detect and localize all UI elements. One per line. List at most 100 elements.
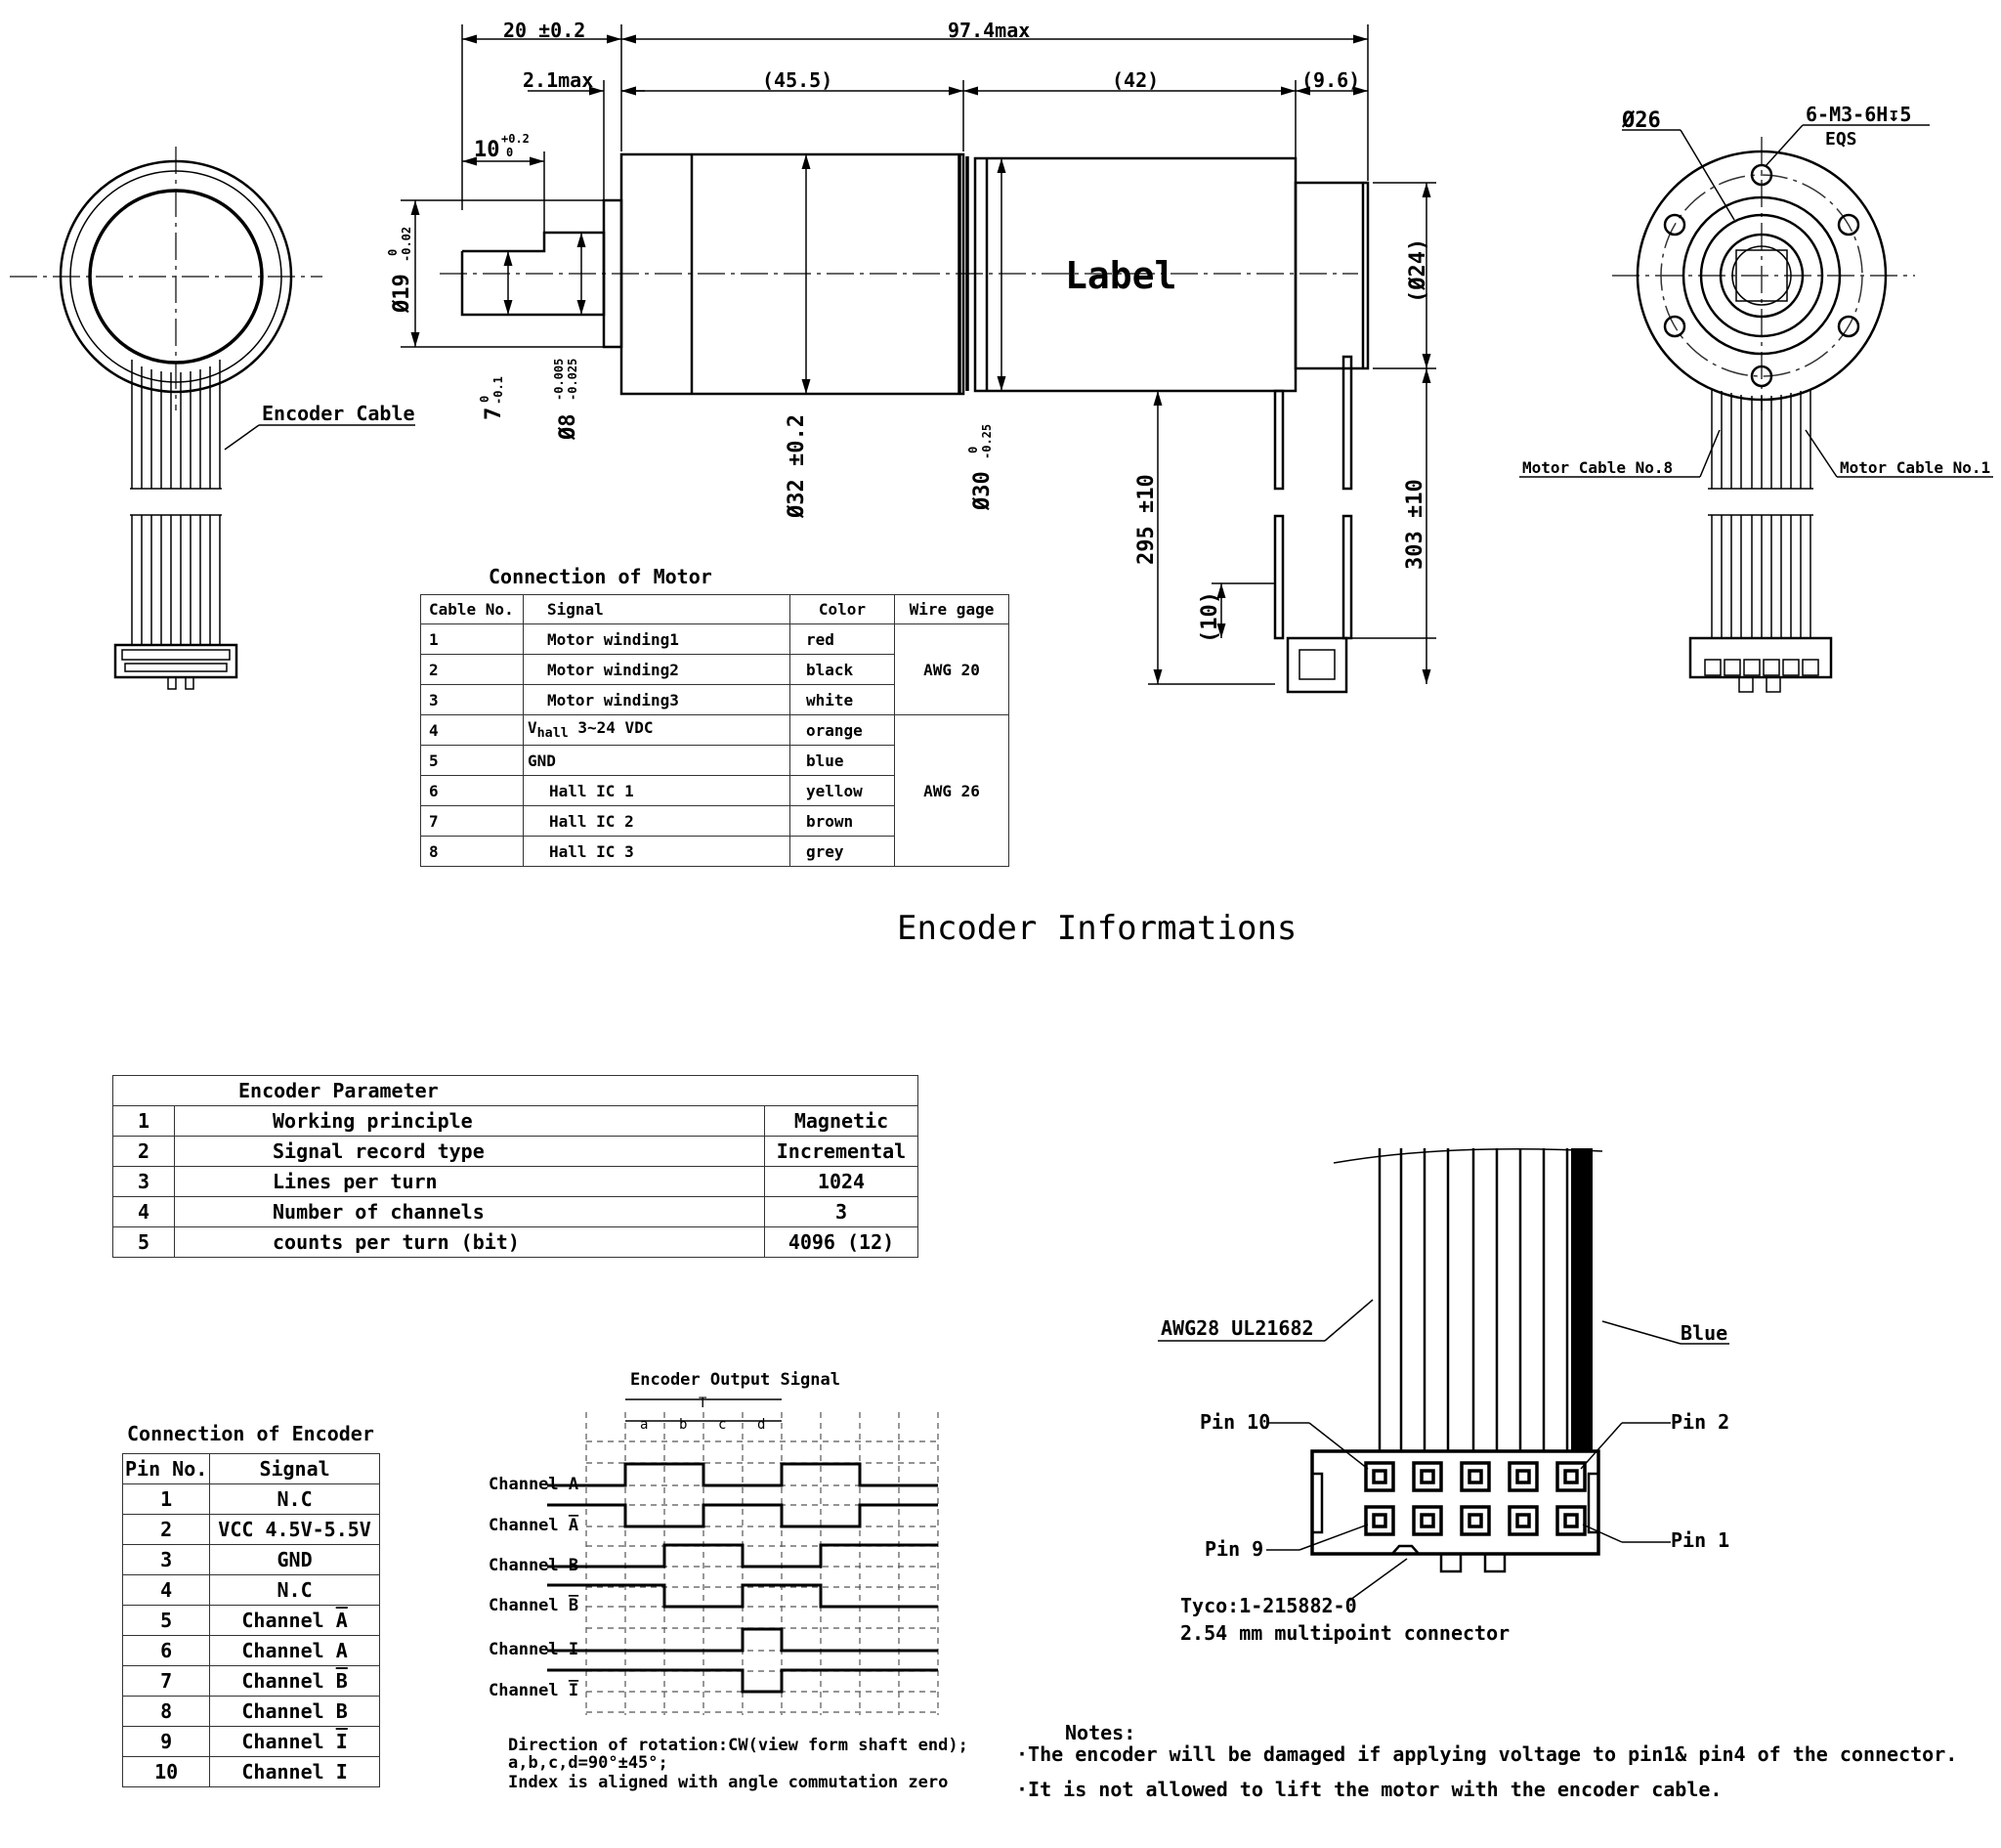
motor-cell: 8 xyxy=(420,836,524,867)
seg-c: c xyxy=(718,1417,726,1433)
note-1: ·It is not allowed to lift the motor wit… xyxy=(1016,1778,1722,1801)
enc-signal: Channel A xyxy=(209,1635,380,1666)
enc-pin: 5 xyxy=(121,1605,211,1636)
pin10-label: Pin 10 xyxy=(1200,1410,1270,1434)
enc-signal: Channel I xyxy=(209,1756,380,1787)
param-name: counts per turn (bit) xyxy=(174,1226,765,1258)
enc-pin: 1 xyxy=(121,1483,211,1515)
encoder-param-table: Encoder Parameter 1 Working principle Ma… xyxy=(112,1075,918,1258)
motor-cell: 7 xyxy=(420,805,524,837)
dim-eqs: EQS xyxy=(1825,129,1857,150)
enc-pin: 4 xyxy=(121,1574,211,1606)
motor-cell: black xyxy=(789,654,895,685)
ch-label-2: Channel B xyxy=(489,1556,578,1575)
dim-24: (Ø24) xyxy=(1406,238,1430,303)
motor-cell: GND xyxy=(523,745,790,776)
dim-8: Ø8 xyxy=(556,414,580,442)
dim-455: (45.5) xyxy=(762,68,832,92)
waveform-5 xyxy=(547,1668,938,1694)
dim-10: 10 xyxy=(474,138,500,162)
encoder-info-title: Encoder Informations xyxy=(897,909,1298,948)
enc-pin: 2 xyxy=(121,1514,211,1545)
enc-ch-word: Channel xyxy=(241,1699,324,1723)
timing-diagram: Encoder Output Signal T a b c d Channel … xyxy=(489,1370,968,1792)
enc-pin: 3 xyxy=(121,1544,211,1575)
waveform-3 xyxy=(547,1583,938,1609)
dim-30-tol-bot: -0.25 xyxy=(980,424,994,459)
timing-title: Encoder Output Signal xyxy=(630,1370,840,1390)
vhall-range: 3~24 VDC xyxy=(577,718,654,738)
timing-note-1: a,b,c,d=90°±45°; xyxy=(508,1753,668,1773)
param-value: Incremental xyxy=(764,1136,918,1167)
ch-label-4: Channel I xyxy=(489,1640,578,1659)
connector-drawing: AWG28 UL21682 Blue Pin 10 Pin 2 Pin 9 Pi… xyxy=(1158,1147,1729,1645)
motor-gage-b: AWG 26 xyxy=(894,714,1009,867)
dim-8-tol-bot: -0.025 xyxy=(566,359,579,401)
right-end-view: Ø26 6-M3-6H↧5 EQS xyxy=(1519,103,1993,693)
param-no: 3 xyxy=(112,1166,175,1197)
dim-10b: (10) xyxy=(1198,591,1222,643)
enc-signal: N.C xyxy=(209,1574,380,1606)
label-text: Label xyxy=(1065,254,1176,297)
dim-7: 7 xyxy=(482,408,506,420)
blue-label: Blue xyxy=(1681,1321,1727,1345)
pin9-label: Pin 9 xyxy=(1205,1537,1263,1561)
cable-spec-label: AWG28 UL21682 xyxy=(1161,1316,1314,1340)
motor-cell-vhall: Vhall 3~24 VDC xyxy=(523,714,790,746)
dim-974: 97.4max xyxy=(948,19,1030,42)
motor-cell: 2 xyxy=(420,654,524,685)
notes-title: Notes: xyxy=(1065,1721,1135,1744)
param-value: 1024 xyxy=(764,1166,918,1197)
enc-ch-letter: I xyxy=(335,1730,348,1753)
motor-cell: orange xyxy=(789,714,895,746)
connector-part: Tyco:1-215882-0 xyxy=(1180,1594,1357,1617)
enc-h-signal: Signal xyxy=(209,1453,380,1484)
motor-cell: blue xyxy=(789,745,895,776)
motor-h-gage: Wire gage xyxy=(894,594,1009,624)
waveform-1 xyxy=(547,1503,938,1528)
dim-32: Ø32 ±0.2 xyxy=(785,414,809,519)
param-value: Magnetic xyxy=(764,1105,918,1137)
param-value: 3 xyxy=(764,1196,918,1227)
timing-note-0: Direction of rotation:CW(view form shaft… xyxy=(508,1736,968,1755)
timing-note-2: Index is aligned with angle commutation … xyxy=(508,1773,948,1792)
dim-19: Ø19 xyxy=(390,274,414,314)
seg-b: b xyxy=(679,1417,687,1433)
enc-pin: 6 xyxy=(121,1635,211,1666)
motor-cell: Hall IC 3 xyxy=(523,836,790,867)
dim-303: 303 ±10 xyxy=(1403,479,1427,570)
enc-ch-letter: B xyxy=(335,1699,348,1723)
motor-cell: Hall IC 2 xyxy=(523,805,790,837)
dim-30: Ø30 xyxy=(970,471,995,511)
motor-cell: grey xyxy=(789,836,895,867)
motor-cell: 4 xyxy=(420,714,524,746)
timing-segment-labels: a b c d xyxy=(625,1417,782,1433)
enc-pin: 9 xyxy=(121,1726,211,1757)
ch-label-1: Channel A xyxy=(489,1516,578,1535)
motor-cable-1-label: Motor Cable No.1 xyxy=(1840,458,1990,477)
ch-label-0: Channel A xyxy=(489,1475,578,1494)
waveform-2 xyxy=(547,1543,938,1569)
motor-h-color: Color xyxy=(789,594,895,624)
encoder-cable-label: Encoder Cable xyxy=(262,402,415,425)
pin1-label: Pin 1 xyxy=(1671,1528,1729,1552)
motor-cell: 6 xyxy=(420,775,524,806)
motor-cell: Motor winding2 xyxy=(523,654,790,685)
ch-label-3: Channel B xyxy=(489,1596,578,1615)
dim-21: 2.1max xyxy=(523,68,593,92)
motor-cell: 5 xyxy=(420,745,524,776)
enc-signal: VCC 4.5V-5.5V xyxy=(209,1514,380,1545)
enc-pin: 10 xyxy=(121,1756,211,1787)
dim-19-tol-top: 0 xyxy=(386,249,400,256)
enc-ch-letter: I xyxy=(335,1760,348,1784)
dim-10-tol-top: +0.2 xyxy=(501,132,530,146)
enc-signal: N.C xyxy=(209,1483,380,1515)
dim-8-tol-top: -0.005 xyxy=(552,359,566,401)
motor-table-caption: Connection of Motor xyxy=(489,565,712,588)
dim-20: 20 ±0.2 xyxy=(503,19,585,42)
enc-ch-letter: A xyxy=(335,1609,348,1632)
motor-h-signal: Signal xyxy=(523,594,790,624)
dim-7-tol-bot: -0.1 xyxy=(491,376,505,405)
note-0: ·The encoder will be damaged if applying… xyxy=(1016,1742,1957,1766)
